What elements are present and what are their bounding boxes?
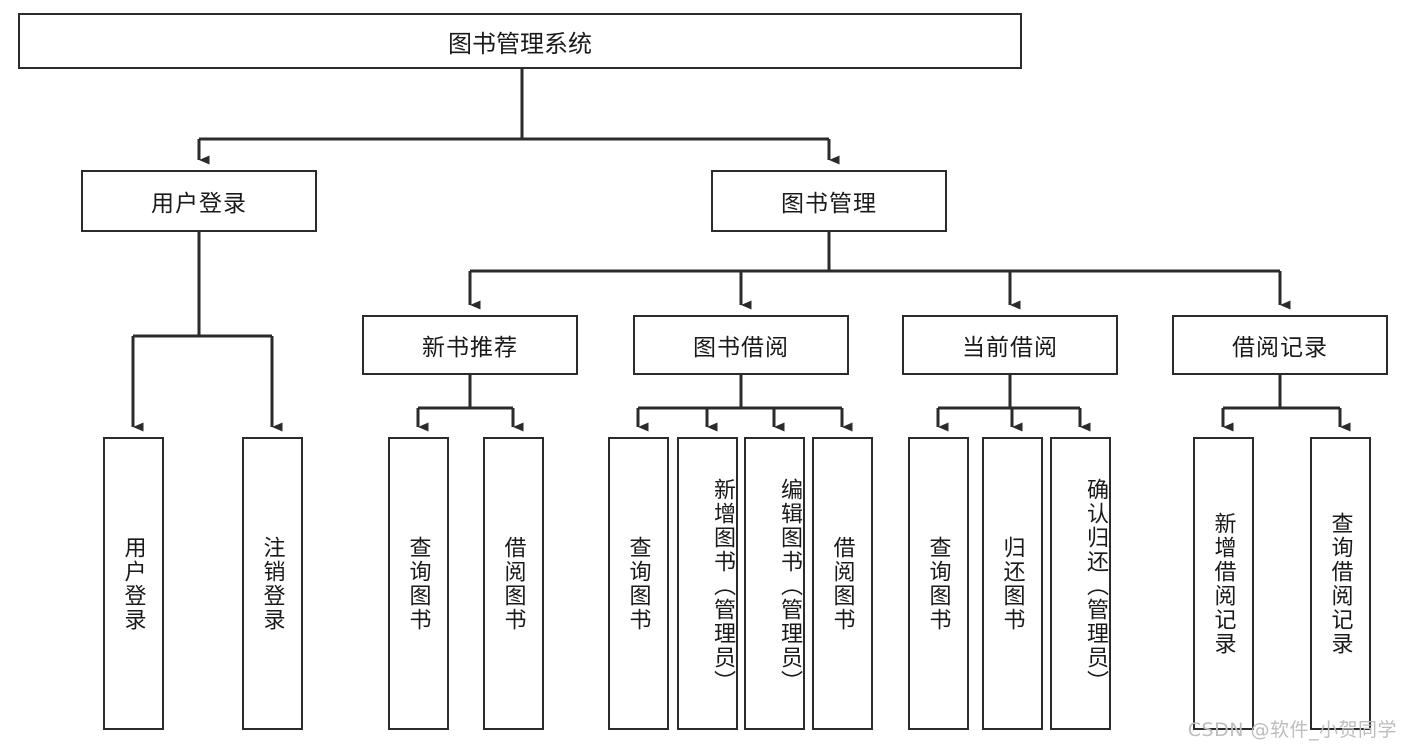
watermark: CSDN @软件_小贺同学 [1187, 719, 1397, 741]
node-book-management-label: 图书管理 [781, 190, 877, 216]
leaf-label: 归还图书 [1000, 535, 1026, 632]
node-book-borrow-label: 图书借阅 [693, 334, 789, 360]
leaf-user-login[interactable]: 用户登录 [103, 437, 164, 730]
leaf-label: 确认归还（管理员） [1084, 477, 1109, 694]
leaf-label: 新增图书（管理员） [711, 477, 736, 694]
leaf-edit-book-admin[interactable]: 编辑图书（管理员） [744, 437, 805, 730]
leaf-query-book-current[interactable]: 查询图书 [908, 437, 969, 730]
leaf-add-borrow-record[interactable]: 新增借阅记录 [1193, 437, 1254, 730]
leaf-label: 查询图书 [406, 535, 432, 632]
node-borrow-record-label: 借阅记录 [1232, 334, 1328, 360]
leaf-query-borrow-record[interactable]: 查询借阅记录 [1310, 437, 1371, 730]
leaf-label: 查询借阅记录 [1328, 511, 1354, 656]
leaf-borrow-book-recommend[interactable]: 借阅图书 [483, 437, 544, 730]
node-book-borrow[interactable]: 图书借阅 [633, 315, 849, 375]
leaf-return-book[interactable]: 归还图书 [982, 437, 1043, 730]
leaf-label: 用户登录 [121, 535, 147, 632]
node-root-label: 图书管理系统 [448, 30, 592, 58]
leaf-label: 编辑图书（管理员） [778, 477, 803, 694]
node-root[interactable]: 图书管理系统 [18, 13, 1022, 69]
node-current-borrow[interactable]: 当前借阅 [902, 315, 1118, 375]
leaf-borrow-book[interactable]: 借阅图书 [812, 437, 873, 730]
leaf-label: 注销登录 [260, 535, 286, 632]
leaf-label: 借阅图书 [830, 535, 856, 632]
leaf-label: 新增借阅记录 [1211, 511, 1237, 656]
node-new-book-recommend-label: 新书推荐 [422, 334, 518, 360]
leaf-add-book-admin[interactable]: 新增图书（管理员） [677, 437, 738, 730]
node-borrow-record[interactable]: 借阅记录 [1172, 315, 1388, 375]
node-new-book-recommend[interactable]: 新书推荐 [362, 315, 578, 375]
leaf-user-logout[interactable]: 注销登录 [242, 437, 303, 730]
node-book-management[interactable]: 图书管理 [711, 170, 947, 232]
leaf-confirm-return-admin[interactable]: 确认归还（管理员） [1050, 437, 1111, 730]
node-user-login[interactable]: 用户登录 [81, 170, 317, 232]
leaf-label: 借阅图书 [501, 535, 527, 632]
leaf-query-book-recommend[interactable]: 查询图书 [388, 437, 449, 730]
node-user-login-label: 用户登录 [151, 190, 247, 216]
leaf-label: 查询图书 [926, 535, 952, 632]
leaf-query-book-borrow[interactable]: 查询图书 [608, 437, 669, 730]
leaf-label: 查询图书 [626, 535, 652, 632]
node-current-borrow-label: 当前借阅 [962, 334, 1058, 360]
